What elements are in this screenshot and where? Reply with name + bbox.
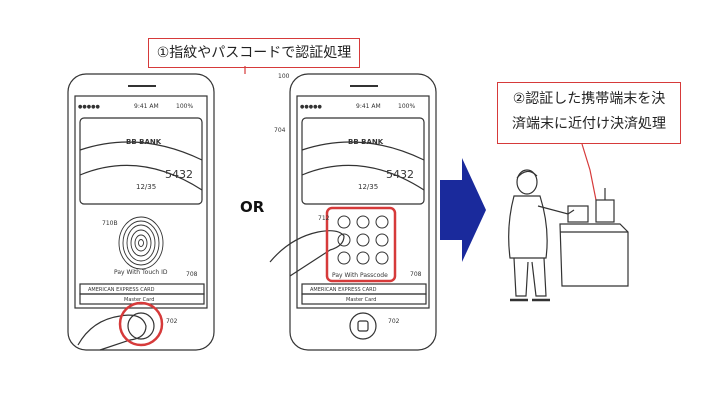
person-hair: [516, 170, 538, 179]
callout-authentication: ①指紋やパスコードで認証処理: [148, 38, 360, 68]
phone-right-card-number: 5432: [386, 168, 414, 181]
phone-left-bank: BB BANK: [126, 138, 162, 146]
arrow-right-icon: [440, 158, 486, 262]
ref-100: 100: [278, 73, 290, 80]
phone-left-touch-label: Pay With Touch ID: [114, 269, 168, 276]
phone-left-card-curve: [79, 141, 203, 161]
checkout-counter: [559, 223, 629, 287]
ref-710b: 710B: [102, 220, 118, 227]
callout-payment: ②認証した携帯端末を決 済端末に近付け決済処理: [497, 82, 681, 144]
phone-left-home-button: [127, 312, 155, 340]
callout-payment-line2: 済端末に近付け決済処理: [512, 116, 666, 132]
phone-left-screen: [74, 95, 208, 309]
phone-right-home-square: [357, 320, 369, 332]
person-leg-right: [531, 257, 547, 297]
or-label: OR: [240, 198, 265, 216]
callout-authentication-text: ①指紋やパスコードで認証処理: [156, 45, 352, 61]
ref-704: 704: [274, 127, 286, 134]
phone-left-card-expiry: 12/35: [136, 183, 156, 191]
highlight-home-button: [118, 301, 164, 347]
phone-right-home-button: [349, 312, 377, 340]
phone-left-body: [67, 73, 215, 351]
phone-right-card: [301, 117, 425, 205]
phone-right-time: 9:41 AM: [356, 103, 381, 110]
phone-left-signal: ●●●●●: [78, 104, 100, 110]
person-leg-left: [513, 257, 529, 297]
ref-708-right: 708: [410, 271, 422, 278]
ref-702-right: 702: [388, 318, 400, 325]
phone-left-card-2: Master Card: [124, 297, 154, 303]
person-head: [516, 169, 538, 195]
payment-terminal: [567, 205, 589, 223]
phone-left-card-number: 5432: [165, 168, 193, 181]
phone-right-body: [289, 73, 437, 351]
phone-right-bank: BB BANK: [348, 138, 384, 146]
person-torso: [508, 195, 548, 259]
callout-right-pointer: [581, 143, 597, 201]
phone-left-time: 9:41 AM: [134, 103, 159, 110]
phone-right-card-curve: [301, 141, 425, 161]
phone-right-card-expiry: 12/35: [358, 183, 378, 191]
phone-left-card-curve-2: [79, 164, 203, 191]
register-screen: [595, 199, 615, 223]
finger-left: [77, 314, 147, 351]
phone-right-screen: [296, 95, 430, 309]
highlight-keypad: [325, 206, 397, 283]
callout-payment-line1: ②認証した携帯端末を決: [512, 91, 666, 107]
phone-right-battery: 100%: [398, 103, 415, 110]
phone-left-card-1: AMERICAN EXPRESS CARD: [88, 287, 155, 293]
phone-right-passcode-label: Pay With Passcode: [332, 272, 388, 279]
fingerprint-icon: [118, 216, 164, 270]
phone-right-card-1: AMERICAN EXPRESS CARD: [310, 287, 377, 293]
passcode-keypad: [337, 215, 389, 265]
phone-right: [269, 73, 437, 351]
phone-left: [67, 73, 215, 351]
phone-left-card: [79, 117, 203, 205]
phone-right-signal: ●●●●●: [300, 104, 322, 110]
person-at-terminal: [508, 169, 629, 302]
phone-left-battery: 100%: [176, 103, 193, 110]
ref-712: 712: [318, 215, 330, 222]
phone-right-card-master: [301, 293, 427, 305]
phone-right-card-curve-2: [301, 164, 425, 191]
ref-702-left: 702: [166, 318, 178, 325]
ref-708-left: 708: [186, 271, 198, 278]
phone-right-card-2: Master Card: [346, 297, 376, 303]
finger-right: [269, 230, 345, 277]
